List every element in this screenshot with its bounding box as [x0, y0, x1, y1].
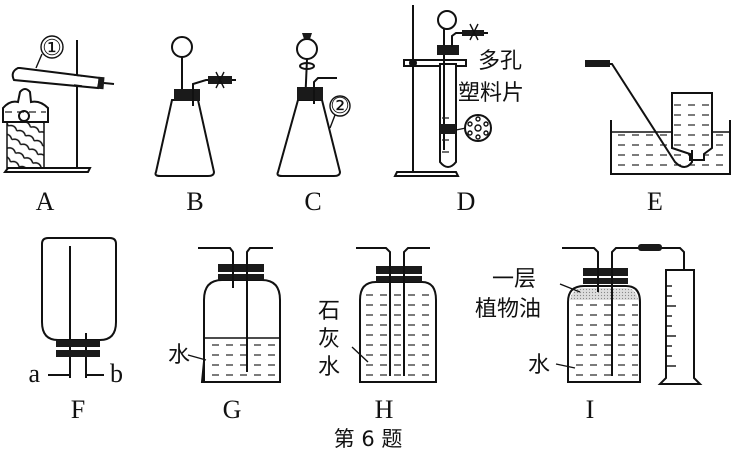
label-b: B [186, 187, 203, 216]
annotation-plastic-plate: 塑料片 [458, 81, 524, 106]
limewater [362, 288, 434, 380]
label-a: A [36, 187, 55, 216]
apparatus-d: 多孔 塑料片 D [393, 5, 524, 216]
iron-stand-base [3, 167, 92, 173]
rubber-stopper [218, 264, 264, 272]
graduated-cylinder [657, 269, 703, 385]
apparatus-b: B [154, 36, 236, 216]
rubber-stopper [174, 89, 200, 101]
oil-layer [570, 288, 638, 300]
water [570, 302, 638, 380]
annotation-oil-2: 植物油 [475, 297, 541, 322]
callout-circle-1 [40, 35, 64, 59]
label-h: H [375, 395, 394, 424]
label-d: D [457, 187, 476, 216]
label-c: C [304, 187, 321, 216]
annotation-lime-2: 灰 [318, 327, 340, 352]
rubber-stopper [583, 268, 628, 276]
annotation-water: 水 [528, 353, 550, 378]
annotation-lime-1: 石 [318, 299, 340, 324]
test-tube [11, 67, 115, 90]
label-i: I [586, 395, 595, 424]
annotation-water: 水 [168, 343, 190, 368]
porous-plate [440, 124, 456, 134]
iron-stand-base [393, 171, 460, 177]
rubber-stopper [437, 45, 459, 55]
water [206, 340, 278, 380]
apparatus-f: a b F [28, 237, 123, 424]
label-e: E [647, 187, 663, 216]
water-trough [610, 120, 731, 175]
rubber-tube [585, 60, 610, 67]
apparatus-g: 水 G [168, 247, 281, 424]
inverted-bottle [41, 237, 117, 341]
wood-block [6, 121, 45, 169]
rubber-stopper [376, 266, 422, 274]
rubber-tube [638, 244, 662, 251]
apparatus-i: 一层 植物油 水 I [475, 244, 703, 424]
annotation-lime-3: 水 [318, 355, 340, 380]
funnel-bulb [171, 36, 193, 58]
annotation-oil-1: 一层 [492, 267, 536, 292]
apparatus-c: ② C [276, 33, 351, 216]
apparatus-e: E [585, 60, 731, 216]
separatory-funnel [296, 38, 318, 60]
funnel-bulb [437, 10, 457, 30]
conical-flask [154, 99, 216, 177]
rubber-stopper [56, 340, 100, 347]
callout-1: ① [42, 35, 62, 60]
conical-flask [276, 99, 342, 177]
annotation-porous: 多孔 [478, 49, 522, 74]
apparatus-a: ① A [1, 35, 115, 216]
label-g: G [223, 395, 242, 424]
porous-plate-detail [464, 114, 492, 142]
callout-circle-2 [329, 95, 351, 117]
port-a-label: a [28, 359, 40, 388]
label-f: F [71, 395, 85, 424]
port-b-label: b [110, 359, 123, 388]
figure-caption: 第 6 题 [334, 427, 403, 451]
apparatus-h: 石 灰 水 H [318, 247, 437, 424]
rubber-stopper [297, 87, 323, 100]
callout-2: ② [330, 93, 350, 118]
alcohol-lamp [1, 88, 49, 123]
